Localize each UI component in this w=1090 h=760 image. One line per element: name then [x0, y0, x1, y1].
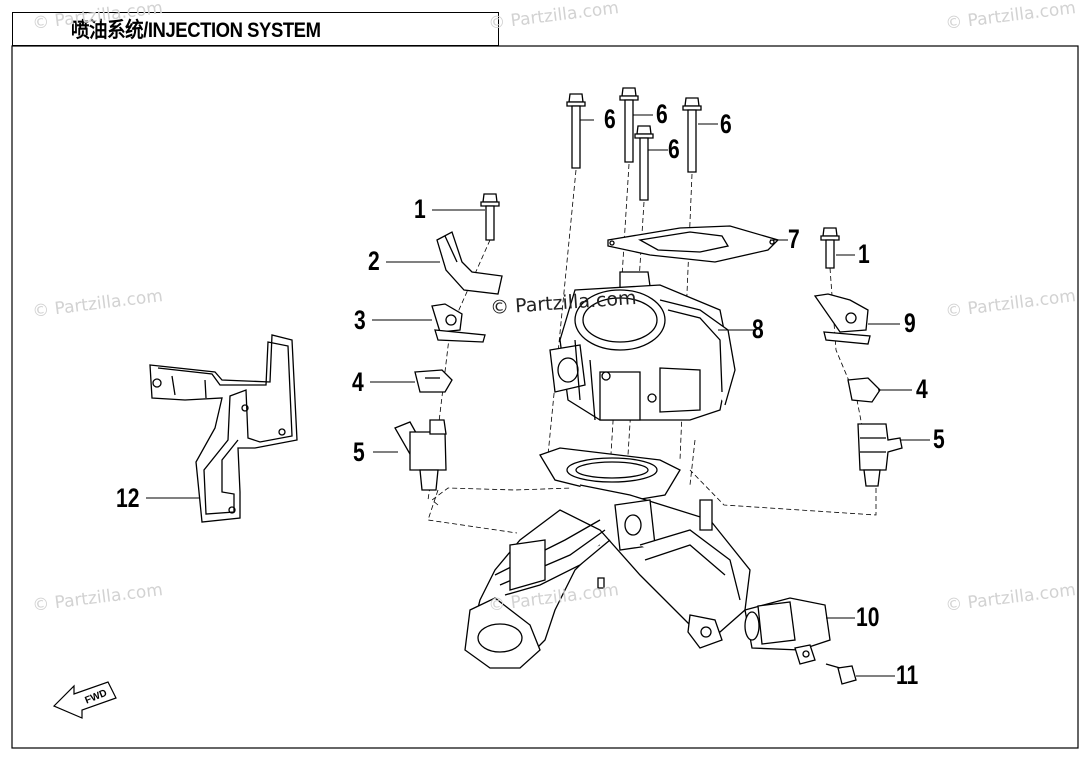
callout-12: 12 [116, 483, 140, 513]
bolt-part-6-d [682, 97, 702, 173]
injector-part-5-left [394, 419, 447, 491]
callout-1-left: 1 [414, 194, 426, 224]
callout-5-right: 5 [933, 424, 945, 454]
callout-6-c: 6 [668, 134, 680, 164]
callout-10: 10 [856, 602, 880, 632]
screw-part-11 [825, 663, 857, 685]
bracket-part-2 [436, 231, 503, 295]
leader-lines [146, 114, 930, 677]
callout-9: 9 [904, 308, 916, 338]
bolt-part-1-right [820, 227, 840, 269]
fwd-arrow-icon: FWD [52, 681, 117, 719]
bolt-part-6-a [566, 93, 586, 169]
callout-6-d: 6 [720, 109, 732, 139]
bracket-part-12 [149, 334, 298, 523]
callout-6-b: 6 [656, 99, 668, 129]
callout-4-left: 4 [352, 367, 364, 397]
injector-part-5-right [857, 423, 903, 487]
diagram-title: 喷油系统/INJECTION SYSTEM [70, 19, 321, 42]
bolt-part-6-b [619, 87, 639, 163]
sensor-part-10 [744, 597, 831, 665]
callout-7: 7 [788, 224, 800, 254]
callout-6-a: 6 [604, 104, 616, 134]
callout-5-left: 5 [353, 437, 365, 467]
bolt-part-6-c [634, 125, 654, 201]
clip-part-4-right [847, 377, 881, 403]
callout-11: 11 [896, 660, 919, 690]
callout-3: 3 [354, 305, 366, 335]
sensor-part-9 [813, 293, 871, 345]
callout-1-right: 1 [858, 239, 870, 269]
clamp-part-3 [431, 303, 486, 343]
diagram-title-box: 喷油系统/INJECTION SYSTEM [12, 12, 499, 46]
clip-part-4-left [414, 369, 453, 393]
bolt-part-1-left [480, 193, 500, 241]
callout-8: 8 [752, 314, 764, 344]
intake-manifold [464, 447, 751, 669]
callout-4-right: 4 [916, 374, 928, 404]
callout-2: 2 [368, 246, 380, 276]
diagram-frame [11, 45, 1079, 749]
throttle-body-part-8 [549, 271, 736, 421]
gasket-part-7 [607, 225, 780, 263]
